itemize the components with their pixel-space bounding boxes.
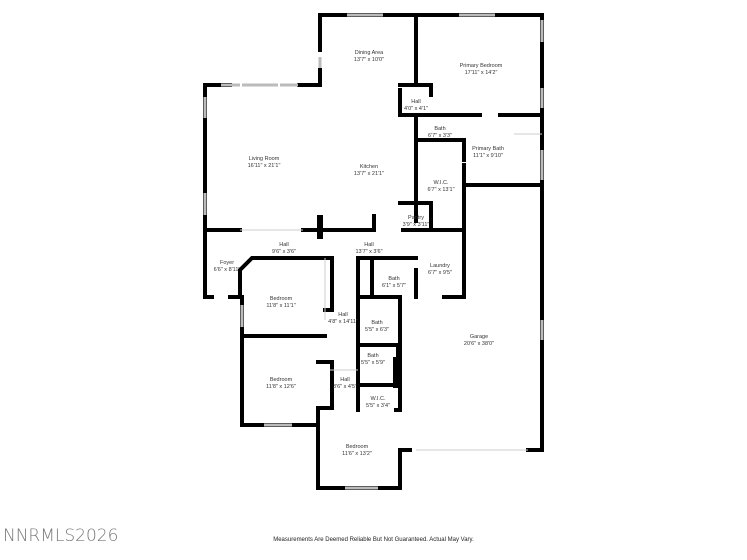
svg-text:5'5" x 3'4": 5'5" x 3'4": [366, 403, 390, 409]
svg-text:Living Room: Living Room: [249, 156, 280, 162]
svg-text:Bath: Bath: [388, 276, 399, 282]
watermark: NNRMLS2026: [3, 526, 119, 546]
svg-text:6'7" x 9'5": 6'7" x 9'5": [428, 270, 452, 276]
svg-text:11'8" x 12'6": 11'8" x 12'6": [266, 384, 296, 390]
svg-text:3'6" x 4'5": 3'6" x 4'5": [333, 384, 357, 390]
svg-text:W.I.C.: W.I.C.: [371, 396, 386, 402]
svg-text:Kitchen: Kitchen: [360, 164, 378, 170]
room-label: W.I.C.5'5" x 3'4": [366, 396, 390, 409]
walls: [203, 13, 544, 490]
svg-text:Hall: Hall: [340, 377, 349, 383]
svg-text:6'1" x 5'7": 6'1" x 5'7": [382, 283, 406, 289]
svg-text:13'7" x 21'1": 13'7" x 21'1": [354, 171, 384, 177]
svg-text:13'7" x 3'6": 13'7" x 3'6": [355, 249, 382, 255]
svg-text:5'5" x 5'9": 5'5" x 5'9": [361, 360, 385, 366]
svg-text:5'5" x 6'3": 5'5" x 6'3": [365, 327, 389, 333]
svg-text:4'0" x 4'1": 4'0" x 4'1": [404, 106, 428, 112]
svg-text:Bath: Bath: [371, 320, 382, 326]
svg-text:Hall: Hall: [338, 312, 347, 318]
svg-text:Primary Bedroom: Primary Bedroom: [460, 63, 503, 69]
svg-text:11'6" x 13'2": 11'6" x 13'2": [342, 451, 372, 457]
svg-text:Foyer: Foyer: [220, 260, 234, 266]
svg-text:4'8" x 14'11": 4'8" x 14'11": [328, 319, 358, 325]
disclaimer: Measurements Are Deemed Reliable But Not…: [273, 537, 474, 543]
svg-text:Dining Area: Dining Area: [355, 50, 384, 56]
svg-text:6'7" x 3'3": 6'7" x 3'3": [428, 133, 452, 139]
svg-text:Hall: Hall: [364, 242, 373, 248]
svg-text:6'6" x 8'11": 6'6" x 8'11": [214, 267, 241, 273]
room-label: W.I.C.6'7" x 13'1": [427, 180, 454, 193]
svg-text:3'9" x 3'11": 3'9" x 3'11": [403, 222, 430, 228]
svg-text:Bedroom: Bedroom: [346, 444, 369, 450]
svg-text:Hall: Hall: [279, 242, 288, 248]
svg-text:9'6" x 3'6": 9'6" x 3'6": [272, 249, 296, 255]
svg-text:17'11" x 14'2": 17'11" x 14'2": [465, 70, 498, 76]
svg-text:Garage: Garage: [470, 334, 488, 340]
svg-text:Bedroom: Bedroom: [270, 377, 293, 383]
svg-text:Laundry: Laundry: [430, 263, 450, 269]
svg-text:Bedroom: Bedroom: [270, 296, 293, 302]
svg-text:Bath: Bath: [434, 126, 445, 132]
windows: [203, 13, 544, 490]
svg-text:6'7" x 13'1": 6'7" x 13'1": [427, 187, 454, 193]
svg-text:Primary Bath: Primary Bath: [472, 146, 504, 152]
svg-text:13'7" x 10'0": 13'7" x 10'0": [354, 57, 384, 63]
svg-text:Bath: Bath: [367, 353, 378, 359]
svg-text:W.I.C.: W.I.C.: [434, 180, 449, 186]
svg-text:20'6" x 38'0": 20'6" x 38'0": [464, 341, 494, 347]
svg-text:11'8" x 11'1": 11'8" x 11'1": [266, 303, 295, 309]
svg-text:11'1" x 9'10": 11'1" x 9'10": [473, 153, 503, 159]
svg-text:Hall: Hall: [411, 99, 420, 105]
svg-text:Pantry: Pantry: [408, 215, 424, 221]
svg-text:16'11" x 21'1": 16'11" x 21'1": [248, 163, 281, 169]
